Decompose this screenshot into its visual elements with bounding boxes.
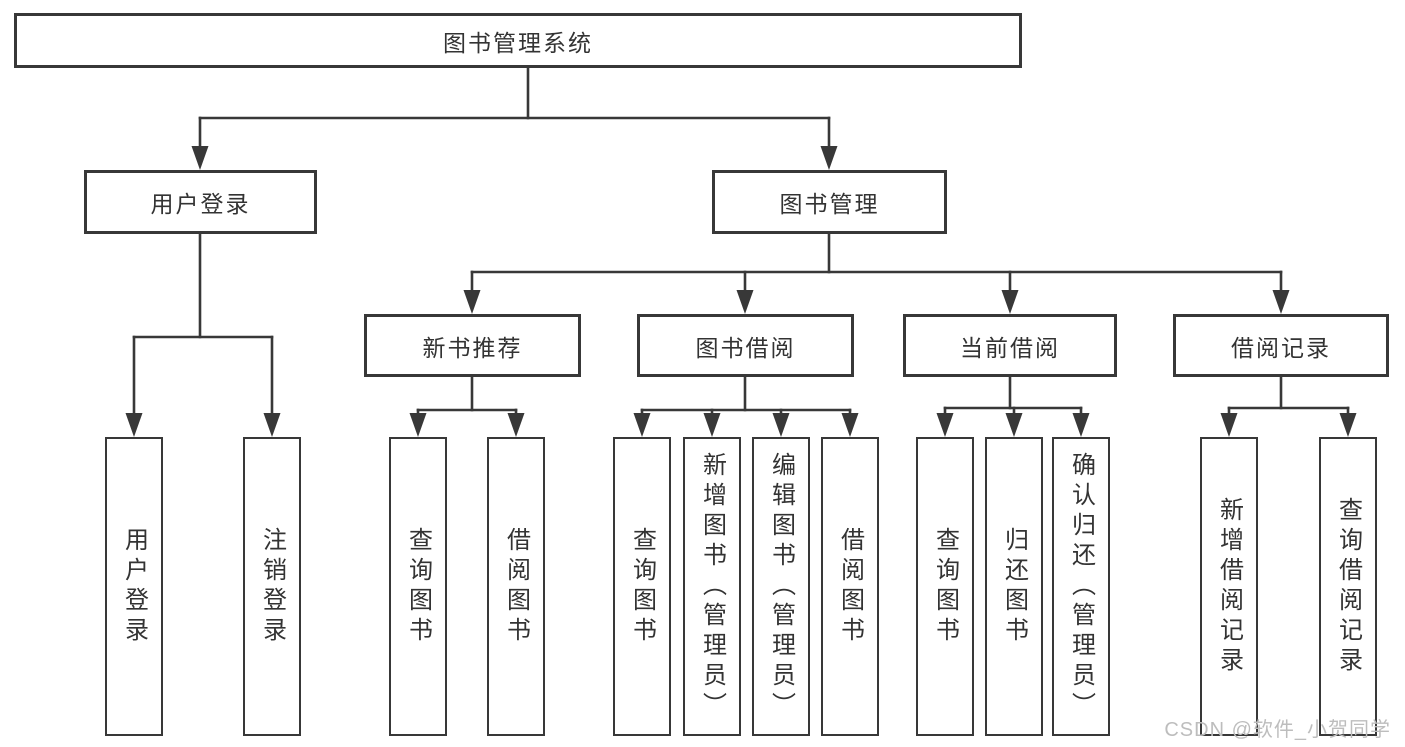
leaf-current-confirm-return-admin: 确认归还（管理员） (1052, 437, 1110, 736)
leaf-current-return-books: 归还图书 (985, 437, 1043, 736)
leaf-bookborrow-query-books: 查询图书 (613, 437, 671, 736)
leaf-bookborrow-add-books-admin: 新增图书（管理员） (683, 437, 741, 736)
leaf-records-add-borrow-record: 新增借阅记录 (1200, 437, 1258, 736)
leaf-bookborrow-borrow-books: 借阅图书 (821, 437, 879, 736)
csdn-watermark: CSDN @软件_小贺同学 (1164, 719, 1391, 741)
leaf-current-query-books: 查询图书 (916, 437, 974, 736)
node-root: 图书管理系统 (14, 13, 1022, 68)
leaf-newbooks-borrow-books: 借阅图书 (487, 437, 545, 736)
leaf-user-login: 用户登录 (105, 437, 163, 736)
node-borrow-records: 借阅记录 (1173, 314, 1389, 377)
node-new-books: 新书推荐 (364, 314, 581, 377)
leaf-logout: 注销登录 (243, 437, 301, 736)
node-book-borrow: 图书借阅 (637, 314, 854, 377)
node-user-login: 用户登录 (84, 170, 317, 234)
leaf-records-query-borrow-record: 查询借阅记录 (1319, 437, 1377, 736)
leaf-bookborrow-edit-books-admin: 编辑图书（管理员） (752, 437, 810, 736)
node-book-mgmt: 图书管理 (712, 170, 947, 234)
node-current-borrow: 当前借阅 (903, 314, 1117, 377)
leaf-newbooks-query-books: 查询图书 (389, 437, 447, 736)
